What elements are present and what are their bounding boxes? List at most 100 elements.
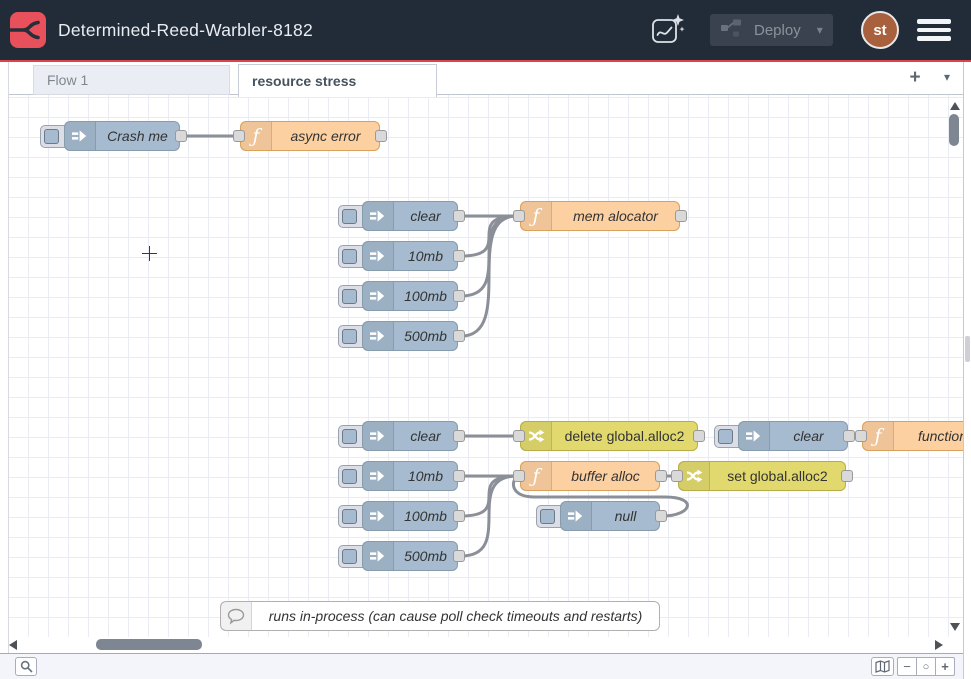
- node-buffer-alloc[interactable]: ƒbuffer alloc: [520, 461, 660, 491]
- flowfuse-logo-icon[interactable]: [10, 12, 46, 48]
- function-f-icon: ƒ: [863, 422, 894, 450]
- node-async-error[interactable]: ƒasync error: [240, 121, 380, 151]
- inject-arrow-icon: [363, 202, 394, 230]
- node-label: 100mb: [394, 502, 457, 530]
- output-port-async-error[interactable]: [375, 130, 387, 142]
- tab-list-caret-icon[interactable]: ▾: [936, 70, 958, 88]
- output-port-100mb-1[interactable]: [453, 290, 465, 302]
- output-port-crash-me[interactable]: [175, 130, 187, 142]
- inject-trigger-inner: [540, 509, 555, 524]
- vertical-scrollbar-thumb[interactable]: [949, 114, 959, 146]
- flow-tab-bar: Flow 1 resource stress: [0, 62, 963, 95]
- output-port-buffer-alloc[interactable]: [655, 470, 667, 482]
- output-port-clear-3[interactable]: [843, 430, 855, 442]
- output-port-100mb-2[interactable]: [453, 510, 465, 522]
- node-label: clear: [770, 422, 847, 450]
- inject-arrow-icon: [363, 422, 394, 450]
- input-port-delete-global-alloc2[interactable]: [513, 430, 525, 442]
- zoom-in-button[interactable]: +: [935, 657, 955, 676]
- node-comment-1[interactable]: runs in-process (can cause poll check ti…: [220, 601, 660, 631]
- inject-trigger-inner: [342, 289, 357, 304]
- inject-arrow-icon: [363, 542, 394, 570]
- node-crash-me[interactable]: Crash me: [64, 121, 180, 151]
- inject-arrow-icon: [363, 462, 394, 490]
- output-port-mem-alocator[interactable]: [675, 210, 687, 222]
- output-port-set-global-alloc2[interactable]: [841, 470, 853, 482]
- page-title: Determined-Reed-Warbler-8182: [58, 0, 313, 60]
- ai-assistant-icon[interactable]: [648, 12, 686, 48]
- node-label: mem alocator: [552, 202, 679, 230]
- node-clear-3[interactable]: clear: [738, 421, 848, 451]
- output-port-500mb-1[interactable]: [453, 330, 465, 342]
- output-port-null-inject[interactable]: [655, 510, 667, 522]
- node-null-inject[interactable]: null: [560, 501, 660, 531]
- tab-resource-stress[interactable]: resource stress: [238, 64, 437, 97]
- node-label: delete global.alloc2: [552, 422, 697, 450]
- input-port-set-global-alloc2[interactable]: [671, 470, 683, 482]
- search-button[interactable]: [15, 657, 37, 676]
- input-port-buffer-alloc[interactable]: [513, 470, 525, 482]
- inject-trigger-inner: [342, 209, 357, 224]
- change-shuffle-icon: [521, 422, 552, 450]
- inject-trigger-inner: [342, 329, 357, 344]
- magnifier-icon: [20, 660, 33, 673]
- input-port-function-1[interactable]: [855, 430, 867, 442]
- node-label: async error: [272, 122, 379, 150]
- cursor-crosshair: [142, 246, 157, 261]
- change-shuffle-icon: [679, 462, 710, 490]
- node-10mb-2[interactable]: 10mb: [362, 461, 458, 491]
- inject-arrow-icon: [363, 282, 394, 310]
- inject-arrow-icon: [65, 122, 96, 150]
- comment-bubble-icon: [221, 602, 252, 630]
- node-100mb-2[interactable]: 100mb: [362, 501, 458, 531]
- user-avatar[interactable]: st: [861, 11, 899, 49]
- deploy-button[interactable]: Deploy ▾: [710, 14, 833, 46]
- output-port-clear-2[interactable]: [453, 430, 465, 442]
- output-port-500mb-2[interactable]: [453, 550, 465, 562]
- wire-layer: [0, 95, 963, 653]
- horizontal-scrollbar-thumb[interactable]: [96, 639, 202, 650]
- output-port-delete-global-alloc2[interactable]: [693, 430, 705, 442]
- main-menu-icon[interactable]: [917, 19, 951, 41]
- scroll-right-arrow-icon[interactable]: [935, 640, 943, 650]
- node-mem-alocator[interactable]: ƒmem alocator: [520, 201, 680, 231]
- inject-trigger-inner: [342, 549, 357, 564]
- node-clear-1[interactable]: clear: [362, 201, 458, 231]
- zoom-reset-button[interactable]: ○: [916, 657, 936, 676]
- page-scrollbar-thumb[interactable]: [965, 336, 970, 362]
- deploy-caret-icon[interactable]: ▾: [817, 23, 823, 37]
- zoom-out-button[interactable]: −: [897, 657, 917, 676]
- navigator-button[interactable]: [871, 657, 894, 676]
- flow-canvas[interactable]: Crash meƒasync errorclear10mb100mb500mbƒ…: [0, 95, 963, 653]
- node-label: runs in-process (can cause poll check ti…: [252, 602, 659, 630]
- node-500mb-2[interactable]: 500mb: [362, 541, 458, 571]
- node-label: null: [592, 502, 659, 530]
- scroll-left-arrow-icon[interactable]: [9, 640, 17, 650]
- node-100mb-1[interactable]: 100mb: [362, 281, 458, 311]
- output-port-10mb-2[interactable]: [453, 470, 465, 482]
- node-function-1[interactable]: ƒfunction: [862, 421, 963, 451]
- node-10mb-1[interactable]: 10mb: [362, 241, 458, 271]
- node-label: 10mb: [394, 462, 457, 490]
- node-label: clear: [394, 422, 457, 450]
- node-label: 10mb: [394, 242, 457, 270]
- function-f-icon: ƒ: [521, 202, 552, 230]
- node-clear-2[interactable]: clear: [362, 421, 458, 451]
- input-port-mem-alocator[interactable]: [513, 210, 525, 222]
- add-flow-button[interactable]: +: [903, 67, 927, 89]
- header-bar: Determined-Reed-Warbler-8182: [0, 0, 971, 60]
- node-500mb-1[interactable]: 500mb: [362, 321, 458, 351]
- output-port-10mb-1[interactable]: [453, 250, 465, 262]
- input-port-async-error[interactable]: [233, 130, 245, 142]
- tab-label: resource stress: [252, 73, 356, 89]
- inject-trigger-inner: [342, 469, 357, 484]
- output-port-clear-1[interactable]: [453, 210, 465, 222]
- node-label: buffer alloc: [552, 462, 659, 490]
- tab-flow-1[interactable]: Flow 1: [33, 65, 230, 95]
- node-delete-global-alloc2[interactable]: delete global.alloc2: [520, 421, 698, 451]
- horizontal-scrollbar[interactable]: [0, 637, 963, 653]
- inject-trigger-inner: [342, 249, 357, 264]
- node-set-global-alloc2[interactable]: set global.alloc2: [678, 461, 846, 491]
- inject-trigger-inner: [342, 509, 357, 524]
